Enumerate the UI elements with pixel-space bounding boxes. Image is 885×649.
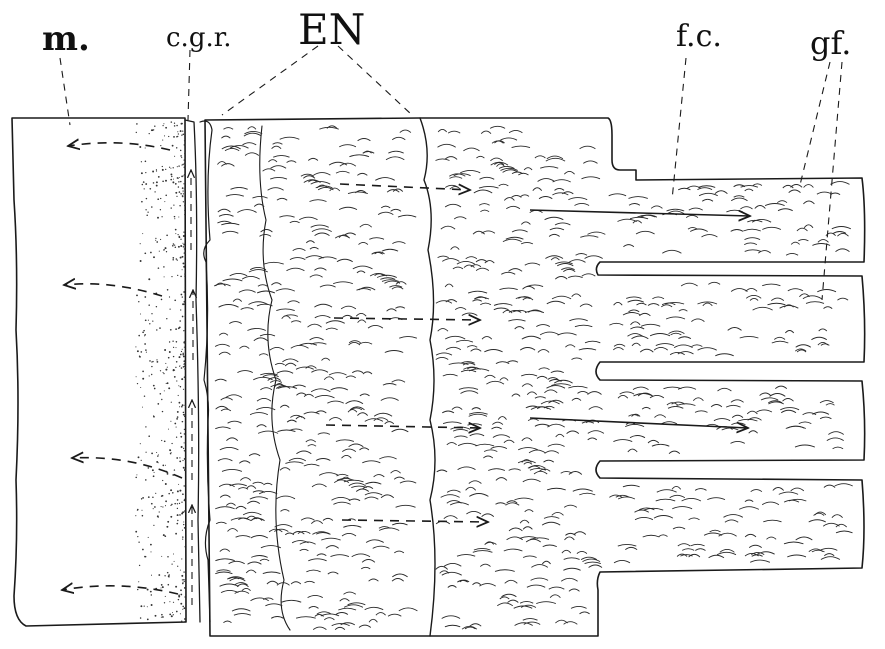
label-cgr: c.g.r.: [166, 23, 232, 53]
cell-texture: [214, 126, 853, 630]
en-inner-boundary: [420, 118, 435, 636]
label-gf: gf.: [810, 24, 851, 62]
label-en: EN: [298, 5, 365, 54]
label-fc: f.c.: [676, 19, 722, 54]
stipple-dots: [135, 121, 186, 622]
endoderm-outline: [205, 118, 865, 636]
en-arrows: [326, 184, 488, 522]
groove-arrows: [191, 170, 193, 605]
mesoderm-outline: [12, 118, 186, 626]
label-m: m.: [42, 19, 90, 59]
mesoderm-arrows: [62, 143, 182, 594]
finger-arrows: [530, 210, 750, 428]
